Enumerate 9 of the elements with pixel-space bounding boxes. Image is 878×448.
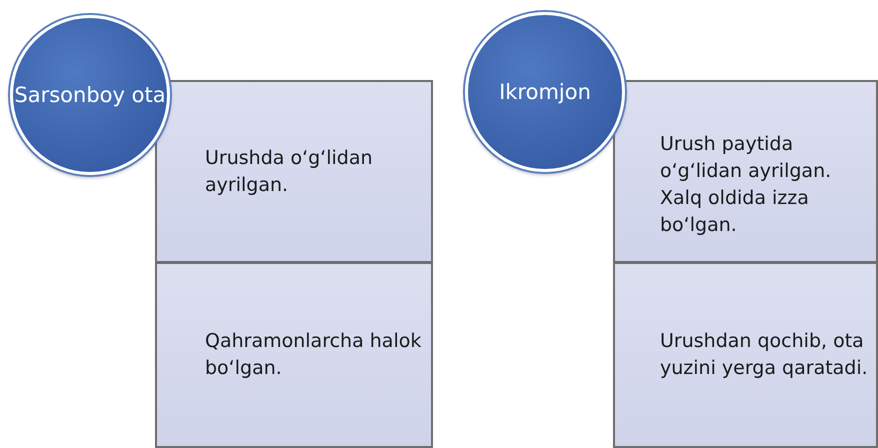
description-text: Qahramonlarcha halok bo‘lgan. (205, 329, 422, 381)
text-box (613, 262, 878, 448)
text-box (155, 262, 433, 448)
description-text: Urush paytida o‘g‘lidan ayrilgan. Xalq oldida izza bo‘lgan. (660, 132, 832, 238)
text-box (613, 80, 878, 263)
character-name: Ikromjon (499, 78, 591, 106)
description-text: Urushdan qochib, ota yuzini yerga qaratadi. (660, 329, 869, 381)
description-text: Urushda o‘g‘lidan ayrilgan. (205, 146, 374, 198)
character-name: Sarsonboy ota (14, 82, 166, 108)
